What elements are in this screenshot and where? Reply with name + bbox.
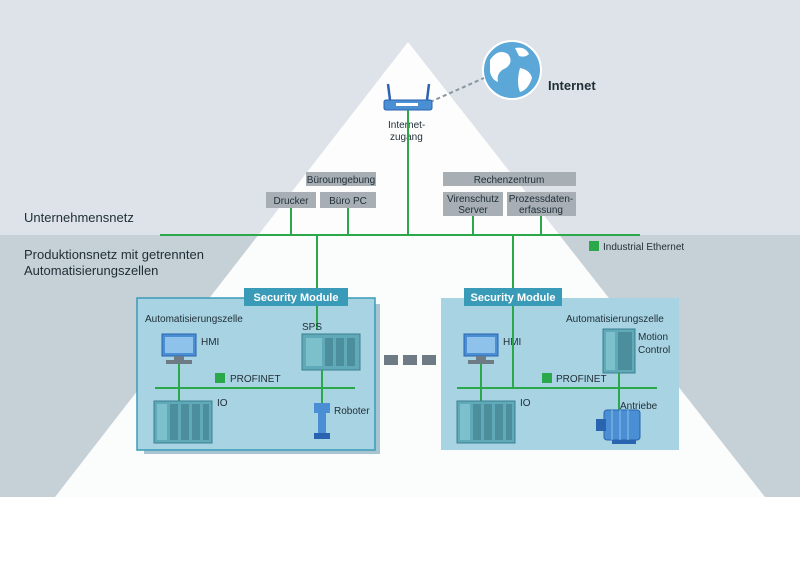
printer-box [266,192,316,208]
profinet-right-label: PROFINET [556,374,607,385]
corporate-ethernet [160,110,640,288]
production-zone-label-line1: Produktionsnetz mit getrennten [24,247,204,262]
cell-left-security-module-label: Security Module [254,292,339,304]
robot-label: Roboter [334,406,370,417]
process-data-label-line2: erfassung [519,205,563,216]
hmi-right-icon [463,333,499,364]
globe-icon [482,40,542,100]
motion-control-icon [602,328,636,374]
more-cells-dot-3 [422,355,436,365]
printer-label: Drucker [273,196,309,207]
production-zone-label-line2: Automatisierungszellen [24,263,158,278]
more-cells-dot-1 [384,355,398,365]
hmi-left-icon [161,333,197,364]
ethernet-legend-label: Industrial Ethernet [603,242,684,253]
router-icon [383,83,433,111]
more-cells-dot-2 [403,355,417,365]
motion-control-label-line2: Control [638,345,670,356]
robot-icon [314,403,330,439]
drives-label: Antriebe [620,401,658,412]
process-data-label-line1: Prozessdaten- [509,194,573,205]
motor-icon [596,409,641,444]
plc-icon [301,333,361,371]
io-left-label: IO [217,398,228,409]
cell-right-security-module-label: Security Module [471,292,556,304]
internet-label: Internet [548,78,596,93]
office-pc-label: Büro PC [329,196,367,207]
profinet-right-swatch [542,373,552,383]
profinet-right-bus [457,306,657,410]
profinet-left-swatch [215,373,225,383]
profinet-left-label: PROFINET [230,374,281,385]
cell-right-title: Automatisierungszelle [566,314,664,325]
io-left-icon [153,400,213,444]
antivirus-label-line1: Virenschutz [447,194,499,205]
io-right-icon [456,400,516,444]
router-label-line2: zugang [390,132,423,143]
plc-label: SPS [302,322,322,333]
motion-control-label-line1: Motion [638,332,668,343]
process-data-box [507,192,576,216]
office-title: Büroumgebung [307,175,375,186]
internet-link [429,77,485,103]
antivirus-server-box [443,192,503,216]
datacenter-title: Rechenzentrum [474,175,545,186]
hmi-left-label: HMI [201,337,219,348]
ethernet-legend-swatch [589,241,599,251]
profinet-left-bus [155,364,355,405]
datacenter-title-box [443,172,576,186]
router-label-line1: Internet- [388,120,425,131]
cell-right-security-module [464,288,562,306]
corporate-zone-label: Unternehmensnetz [24,210,134,225]
io-right-label: IO [520,398,531,409]
cell-left-title: Automatisierungszelle [145,314,243,325]
antivirus-label-line2: Server [458,205,488,216]
cell-left-security-module [244,288,348,306]
office-pc-box [320,192,376,208]
office-title-box [306,172,376,186]
